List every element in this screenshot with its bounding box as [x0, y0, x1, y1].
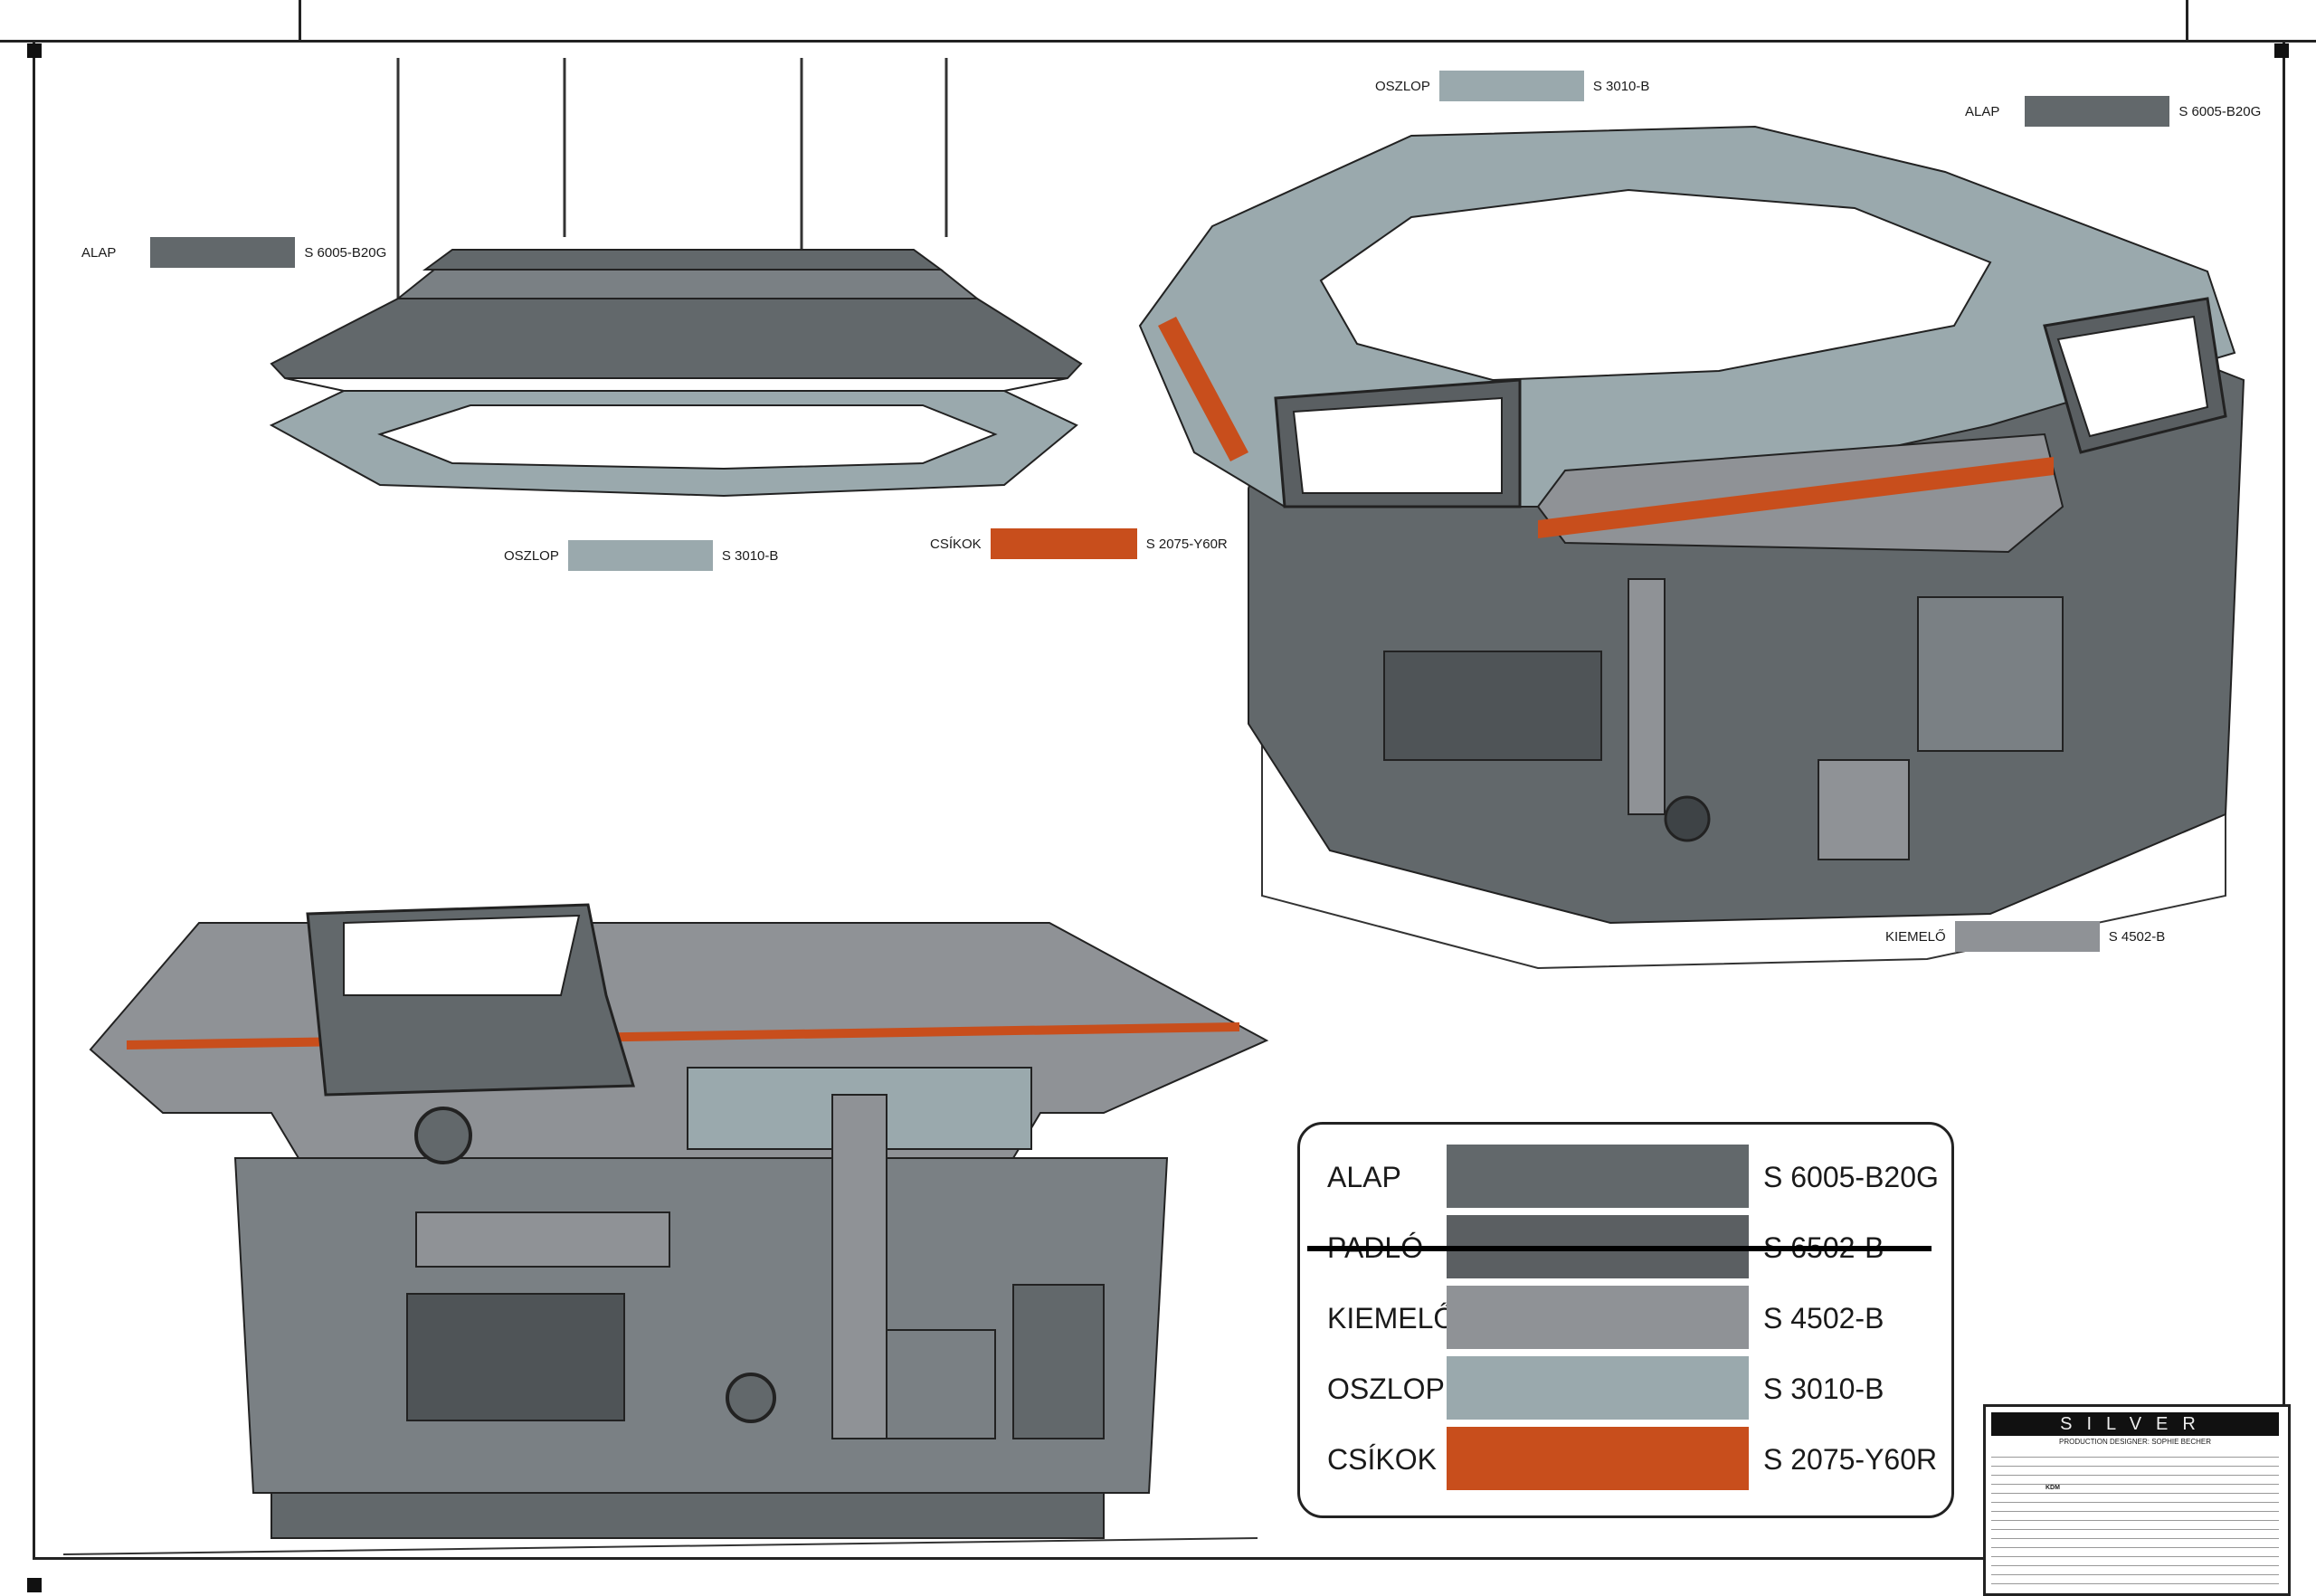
callout-alap-top-right: ALAP S 6005-B20G	[1965, 96, 2261, 127]
top-band-cell	[2186, 0, 2188, 40]
legend-name: CSÍKOK	[1327, 1443, 1437, 1476]
callout-label: KIEMELŐ	[1885, 928, 1946, 945]
callout-label: ALAP	[81, 244, 117, 261]
legend-code: S 6005-B20G	[1763, 1161, 1939, 1193]
legend-swatch	[1447, 1145, 1749, 1208]
ring-view-drawing	[269, 58, 1083, 498]
color-swatch	[150, 237, 296, 268]
color-legend: ALAP S 6005-B20G PADLÓ S 6502-B KIEMELŐ …	[1297, 1122, 1954, 1518]
callout-label: CSÍKOK	[930, 536, 982, 552]
legend-swatch	[1447, 1427, 1749, 1490]
legend-code: S 4502-B	[1763, 1302, 1884, 1335]
color-swatch	[990, 528, 1137, 559]
legend-row: OSZLOP S 3010-B	[1300, 1356, 1951, 1420]
registration-mark	[27, 43, 42, 58]
legend-code: S 3010-B	[1763, 1373, 1884, 1405]
legend-row: ALAP S 6005-B20G	[1300, 1145, 1951, 1208]
front-view-drawing	[62, 903, 1269, 1555]
callout-label: OSZLOP	[504, 547, 559, 564]
registration-mark	[2274, 43, 2289, 58]
callout-code: S 4502-B	[2108, 928, 2166, 945]
callout-code: S 3010-B	[721, 547, 779, 564]
sheet-frame	[33, 40, 2285, 1560]
title-block: SILVER PRODUCTION DESIGNER: SOPHIE BECHE…	[1983, 1404, 2291, 1596]
legend-name: KIEMELŐ	[1327, 1302, 1457, 1335]
color-swatch	[1438, 71, 1584, 101]
callout-kiemelo-top-right: KIEMELŐ S 4502-B	[1885, 921, 2165, 952]
callout-code: S 3010-B	[1592, 78, 1650, 94]
drawn-by: KDM	[1991, 1485, 2279, 1494]
legend-row-struck: PADLÓ S 6502-B	[1300, 1215, 1951, 1278]
registration-mark	[27, 1578, 42, 1592]
legend-row: CSÍKOK S 2075-Y60R	[1300, 1427, 1951, 1490]
legend-name: ALAP	[1327, 1161, 1401, 1193]
legend-code: S 2075-Y60R	[1763, 1443, 1938, 1476]
color-swatch	[567, 540, 713, 571]
legend-row: KIEMELŐ S 4502-B	[1300, 1286, 1951, 1349]
legend-swatch	[1447, 1286, 1749, 1349]
production-designer-line: PRODUCTION DESIGNER: SOPHIE BECHER	[2058, 1438, 2212, 1446]
strikethrough-line	[1307, 1246, 1932, 1251]
color-swatch	[1954, 921, 2100, 952]
perspective-view-drawing	[1138, 125, 2245, 970]
legend-swatch	[1447, 1356, 1749, 1420]
callout-alap-top-left: ALAP S 6005-B20G	[81, 237, 386, 268]
callout-oszlop-top-right: OSZLOP S 3010-B	[1375, 71, 1649, 101]
callout-code: S 2075-Y60R	[1145, 536, 1228, 552]
callout-label: OSZLOP	[1375, 78, 1430, 94]
callout-code: S 6005-B20G	[304, 244, 387, 261]
top-band-cell	[0, 0, 301, 40]
callout-label: ALAP	[1965, 103, 2000, 119]
callout-oszlop-top-left: OSZLOP S 3010-B	[504, 540, 778, 571]
legend-name: OSZLOP	[1327, 1373, 1445, 1405]
callout-csikok-top-left: CSÍKOK S 2075-Y60R	[930, 528, 1228, 559]
callout-code: S 6005-B20G	[2178, 103, 2262, 119]
color-swatch	[2025, 96, 2170, 127]
title-block-grid: KDM	[1991, 1449, 2279, 1584]
production-logo: SILVER	[1991, 1412, 2279, 1436]
